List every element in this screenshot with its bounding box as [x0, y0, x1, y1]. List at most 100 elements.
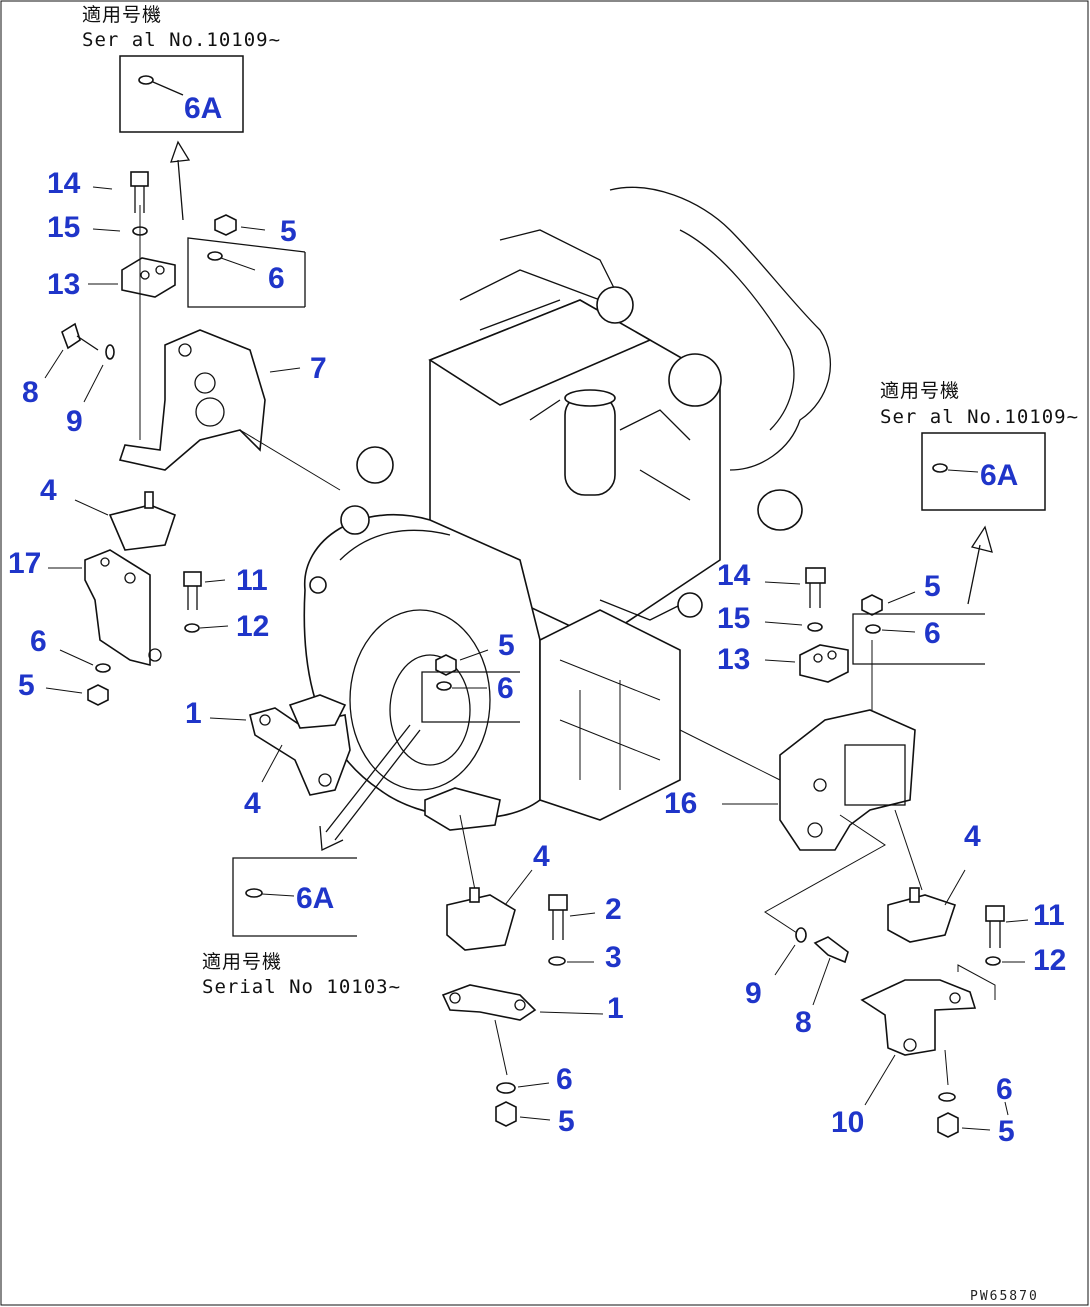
- rubber-mount: [887, 894, 957, 943]
- arrow-up-icon: [967, 525, 993, 605]
- callout-6: 6: [268, 262, 285, 295]
- label-6a-top-left: 6A: [184, 92, 222, 125]
- bolt-icon: [813, 936, 849, 964]
- arrow-up-icon: [170, 140, 191, 221]
- callout-12: 12: [236, 610, 269, 643]
- label-6a-bottom: 6A: [296, 882, 334, 915]
- arrow-down-icon: [319, 825, 344, 851]
- washer-icon: [938, 1092, 956, 1102]
- callout-5: 5: [998, 1115, 1015, 1148]
- callout-4: 4: [244, 787, 261, 820]
- washer-icon: [985, 956, 1001, 966]
- figure-code: PW65870: [970, 1289, 1039, 1304]
- callout-16: 16: [664, 787, 697, 820]
- bolt-icon: [183, 571, 202, 587]
- washer-icon: [245, 888, 263, 898]
- callout-11: 11: [1033, 899, 1065, 932]
- washer-icon: [95, 663, 111, 673]
- inset-box-bottom: [232, 857, 357, 937]
- note-top-left-line1: 適用号機: [82, 4, 162, 26]
- callout-6: 6: [924, 617, 941, 650]
- bolt-icon: [548, 894, 568, 911]
- callout-10: 10: [831, 1106, 864, 1139]
- mount-bracket-right-lower: [860, 979, 977, 1056]
- callout-13: 13: [717, 643, 750, 676]
- callout-14: 14: [47, 167, 81, 200]
- washer-icon: [548, 956, 566, 966]
- note-bottom-line2: Serial No 10103~: [202, 976, 401, 998]
- left-mount-parts: [44, 171, 341, 706]
- callout-6: 6: [556, 1063, 573, 1096]
- label-6a-right: 6A: [980, 459, 1018, 492]
- engine-bracket-right: [779, 709, 916, 851]
- engine-bracket: [118, 329, 266, 471]
- callout-3: 3: [605, 941, 622, 974]
- callout-4: 4: [533, 840, 550, 873]
- washer-icon: [436, 681, 452, 691]
- nut-icon: [495, 1101, 517, 1127]
- callout-15: 15: [717, 602, 750, 635]
- washer-icon: [932, 463, 948, 473]
- washer-icon: [184, 623, 200, 633]
- inset-right: 適用号機 Ser al No.10109~ 6A: [880, 380, 1079, 605]
- callout-5: 5: [558, 1105, 575, 1138]
- bolt-icon: [805, 567, 826, 584]
- callout-5: 5: [280, 215, 297, 248]
- note-bottom-line1: 適用号機: [202, 951, 282, 973]
- mount-bracket-front: [249, 707, 351, 796]
- callout-5: 5: [498, 629, 515, 662]
- inset-bottom: 6A 適用号機 Serial No 10103~: [202, 857, 401, 998]
- alternator: [668, 353, 722, 407]
- callout-9: 9: [745, 977, 762, 1010]
- callout-11: 11: [236, 564, 268, 597]
- washer-icon: [795, 927, 807, 943]
- callout-6: 6: [996, 1073, 1013, 1106]
- callout-8: 8: [795, 1006, 812, 1039]
- callout-14: 14: [717, 559, 751, 592]
- bolt-icon: [985, 905, 1005, 922]
- inset-top-left: 適用号機 Ser al No.10109~ 6A: [82, 4, 281, 221]
- callout-8: 8: [22, 376, 39, 409]
- note-right-line2: Ser al No.10109~: [880, 406, 1079, 428]
- rubber-mount: [108, 504, 176, 551]
- callout-6: 6: [30, 625, 47, 658]
- callout-17: 17: [8, 547, 41, 580]
- callout-5: 5: [924, 570, 941, 603]
- mount-bracket: [84, 549, 151, 667]
- washer-icon: [207, 251, 223, 261]
- callout-12: 12: [1033, 944, 1066, 977]
- right-mount-parts: [679, 567, 1029, 1138]
- note-top-left-line2: Ser al No.10109~: [82, 29, 281, 51]
- front-mount-parts: [209, 649, 520, 851]
- cylinder-head-cover: [428, 299, 652, 406]
- callout-4: 4: [40, 474, 57, 507]
- washer-icon: [496, 1082, 516, 1094]
- nut-icon: [214, 214, 237, 236]
- bolt-icon: [61, 322, 81, 350]
- nut-icon: [87, 684, 109, 706]
- callout-2: 2: [605, 893, 622, 926]
- callout-13: 13: [47, 268, 80, 301]
- callouts: 14 15 13 8 9 5 6 7 4 17 11 12 6 5 1 4 5 …: [8, 167, 1066, 1148]
- engine-assembly: [303, 186, 832, 821]
- rubber-mount: [288, 694, 347, 729]
- callout-1: 1: [607, 992, 624, 1025]
- rubber-mount: [424, 787, 501, 831]
- callout-4: 4: [964, 820, 981, 853]
- bolt-icon: [130, 171, 149, 187]
- washer-icon: [807, 622, 823, 632]
- bottom-center-parts: [441, 814, 604, 1127]
- callout-5: 5: [18, 669, 35, 702]
- callout-9: 9: [66, 405, 83, 438]
- washer-icon: [138, 75, 154, 85]
- fuel-filter: [564, 394, 616, 496]
- nut-icon: [861, 594, 883, 616]
- nut-icon: [937, 1112, 959, 1138]
- note-right-line1: 適用号機: [880, 380, 960, 402]
- callout-6: 6: [497, 672, 514, 705]
- callout-7: 7: [310, 352, 327, 385]
- rubber-mount: [446, 894, 516, 951]
